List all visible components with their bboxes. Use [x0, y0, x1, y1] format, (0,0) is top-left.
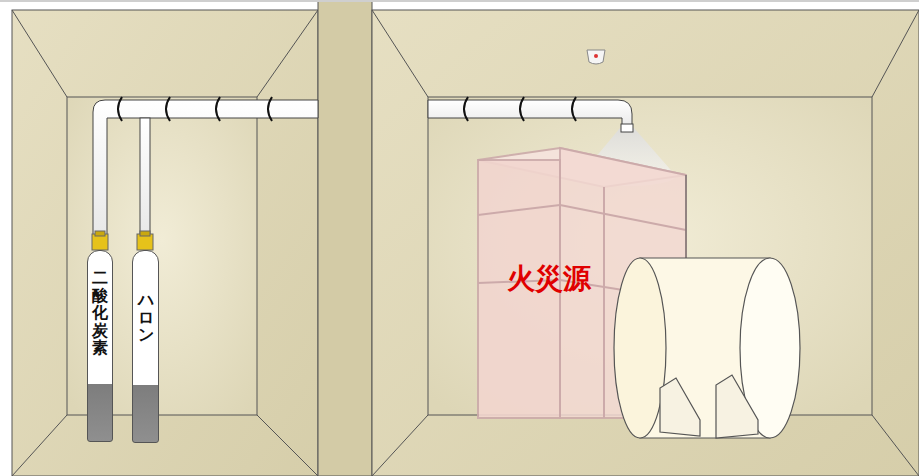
fire-source-box: 火災源 [478, 148, 686, 418]
nozzle [621, 124, 633, 132]
smoke-detector [587, 50, 605, 64]
cylinder-label: ハロン [138, 251, 154, 344]
tank [614, 258, 800, 438]
left-room [12, 10, 318, 476]
fire-source-label: 火災源 [507, 260, 591, 298]
gas-cylinder: 二酸化炭素 [87, 250, 113, 442]
right-room [372, 10, 919, 476]
cylinder-label: 二酸化炭素 [92, 251, 108, 357]
partition-wall [318, 0, 372, 476]
pipe-clamp [118, 97, 576, 121]
gas-cylinder: ハロン [132, 250, 159, 443]
cylinder-valve [92, 231, 153, 250]
